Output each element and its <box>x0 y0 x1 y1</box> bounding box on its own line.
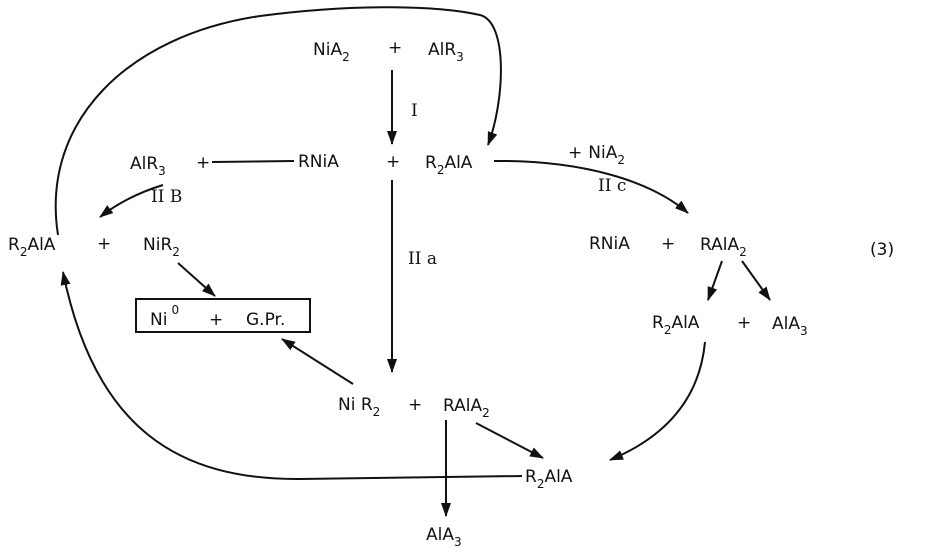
plus-alr3-left: + <box>196 153 210 173</box>
equation-number: (3) <box>870 240 894 260</box>
plus-right-lower: + <box>737 313 751 333</box>
label-step-i: I <box>411 101 418 121</box>
connector-alr3-rnia <box>211 160 295 163</box>
species-r2ala-bottom: R2AlA <box>525 467 573 491</box>
plus-center: + <box>386 152 400 172</box>
arrow-loop-left-to-center <box>54 6 502 236</box>
arrow-right-r2ala-to-bottom <box>609 341 706 461</box>
plus-bottom: + <box>408 395 422 415</box>
arrow-nir2-bottom-to-box <box>281 338 354 385</box>
species-alr3-left: AlR3 <box>130 154 166 178</box>
plus-top: + <box>388 38 402 58</box>
label-step-iia: II a <box>408 249 437 269</box>
products-box <box>135 298 311 333</box>
arrow-nir2-to-box <box>177 262 216 297</box>
species-r2ala-center: R2AlA <box>425 153 473 177</box>
arrow-rala2-to-r2ala-bottom <box>475 422 544 459</box>
species-rala2-right: RAlA2 <box>700 235 747 259</box>
plus-left: + <box>97 234 111 254</box>
species-rala2-bottom: RAlA2 <box>443 396 490 420</box>
plus-box: + <box>209 310 223 330</box>
species-nir2-left: NiR2 <box>143 235 180 259</box>
arrow-rala2-to-ala3 <box>741 260 771 301</box>
arrow-bottom-r2ala-to-left <box>60 271 523 481</box>
plus-right: + <box>661 234 675 254</box>
species-nir2-bottom: Ni R2 <box>338 395 380 419</box>
species-gpr: G.Pr. <box>246 310 285 330</box>
arrow-step-iic <box>493 159 689 214</box>
species-ala3-right: AlA3 <box>772 314 808 338</box>
species-rnia-center: RNiA <box>298 152 339 172</box>
species-alr3-top: AlR3 <box>428 40 464 64</box>
species-rnia-right: RNiA <box>589 234 630 254</box>
species-r2ala-left: R2AlA <box>8 235 56 259</box>
reagent-plus-nia2: +NiA2 <box>568 143 625 167</box>
label-step-iib: II B <box>151 187 182 207</box>
species-ala3-bottom: AlA3 <box>426 525 462 547</box>
species-r2ala-right: R2AlA <box>652 313 700 337</box>
species-nia2-top: NiA2 <box>313 40 350 64</box>
label-step-iic: II c <box>598 176 626 196</box>
arrow-rala2-to-r2ala <box>707 260 723 301</box>
arrow-step-iib <box>99 184 164 218</box>
